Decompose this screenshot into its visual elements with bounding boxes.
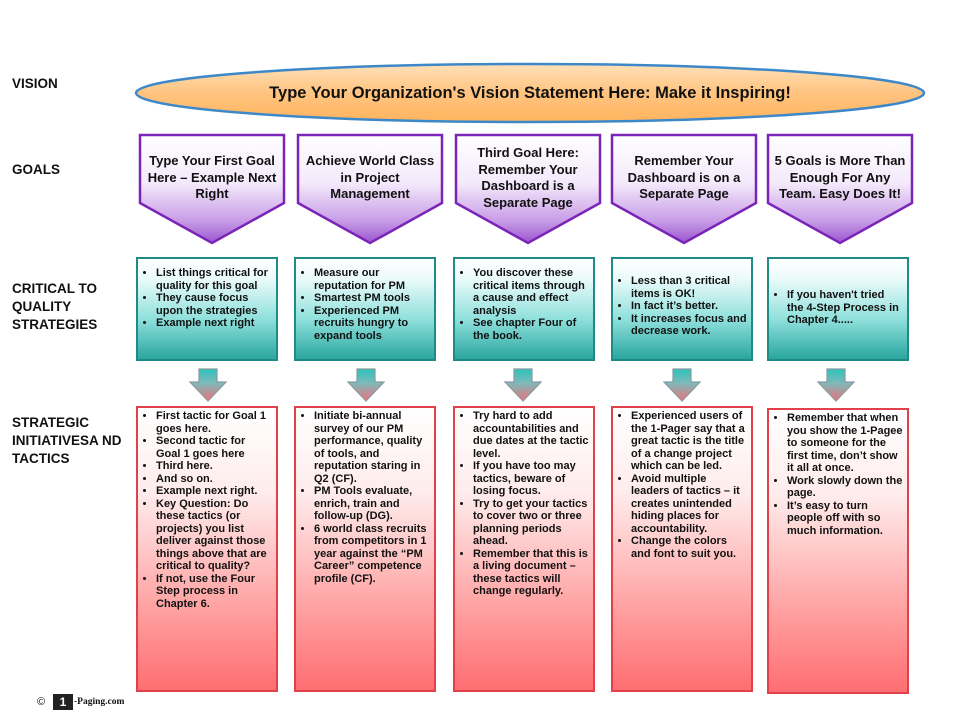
tactic-box-3: Try hard to add accountabilities and due… [453,406,595,692]
vision-ellipse [134,62,926,124]
bullet-item: In fact it’s better. [631,300,747,313]
bullet-item: It increases focus and decrease work. [631,313,747,338]
tactic-box-2: Initiate bi-annual survey of our PM perf… [294,406,436,692]
down-arrow-icon [816,368,856,402]
bullet-item: You discover these critical items throug… [473,267,589,317]
vision-statement: Type Your Organization's Vision Statemen… [269,83,791,102]
bullet-list: Less than 3 critical items is OK!In fact… [617,275,747,338]
bullet-item: Less than 3 critical items is OK! [631,275,747,300]
logo: 1 -Paging.com [53,694,124,710]
tactic-box-5: Remember that when you show the 1-Pagee … [767,408,909,694]
bullet-item: If you have too may tactics, beware of l… [473,460,589,498]
bullet-item: Example next right. [156,485,272,498]
bullet-list: Measure our reputation for PMSmartest PM… [300,267,430,342]
bullet-item: First tactic for Goal 1 goes here. [156,410,272,435]
goal-shape [296,133,444,245]
bullet-list: Initiate bi-annual survey of our PM perf… [300,410,430,585]
bullet-list: Remember that when you show the 1-Pagee … [773,412,903,537]
goal-1: Type Your First Goal Here – Example Next… [138,133,286,245]
down-arrow-icon [503,368,543,402]
down-arrow-icon [188,368,228,402]
bullet-item: They cause focus upon the strategies [156,292,272,317]
down-arrow-icon [346,368,386,402]
bullet-item: Work slowly down the page. [787,475,903,500]
bullet-item: Key Question: Do these tactics (or proje… [156,498,272,573]
bullet-item: List things critical for quality for thi… [156,267,272,292]
bullet-item: 6 world class recruits from competitors … [314,523,430,586]
logo-text: -Paging.com [74,697,125,707]
bullet-item: Try to get your tactics to cover two or … [473,498,589,548]
goal-5: 5 Goals is More Than Enough For Any Team… [766,133,914,245]
goal-text: Type Your First Goal Here – Example Next… [147,153,277,202]
down-arrow-icon [662,368,702,402]
goal-shape [610,133,758,245]
strategy-box-2: Measure our reputation for PMSmartest PM… [294,257,436,361]
goal-shape [766,133,914,245]
bullet-list: You discover these critical items throug… [459,267,589,342]
bullet-item: Smartest PM tools [314,292,430,305]
bullet-item: And so on. [156,473,272,486]
goal-2: Achieve World Class in Project Managemen… [296,133,444,245]
goal-shape [138,133,286,245]
strategy-box-4: Less than 3 critical items is OK!In fact… [611,257,753,361]
bullet-item: Remember that when you show the 1-Pagee … [787,412,903,475]
bullet-item: If you haven't tried the 4-Step Process … [787,289,903,327]
bullet-item: Example next right [156,317,272,330]
goal-shape [454,133,602,245]
initiatives-label: STRATEGIC INITIATIVESA ND TACTICS [12,415,122,466]
bullet-item: Change the colors and font to suit you. [631,535,747,560]
strategy-box-5: If you haven't tried the 4-Step Process … [767,257,909,361]
bullet-list: First tactic for Goal 1 goes here.Second… [142,410,272,610]
strategy-box-1: List things critical for quality for thi… [136,257,278,361]
tactic-box-4: Experienced users of the 1-Pager say tha… [611,406,753,692]
bullet-item: Try hard to add accountabilities and due… [473,410,589,460]
bullet-item: PM Tools evaluate, enrich, train and fol… [314,485,430,523]
goal-text: Third Goal Here: Remember Your Dashboard… [477,145,579,210]
goal-text: Achieve World Class in Project Managemen… [305,153,435,202]
bullet-item: Measure our reputation for PM [314,267,430,292]
bullet-item: Initiate bi-annual survey of our PM perf… [314,410,430,485]
copyright-symbol: © [37,696,46,708]
bullet-item: Remember that this is a living document … [473,548,589,598]
goal-4: Remember Your Dashboard is on a Separate… [610,133,758,245]
vision-label: VISION [12,76,58,91]
bullet-item: Experienced users of the 1-Pager say tha… [631,410,747,473]
strategy-box-3: You discover these critical items throug… [453,257,595,361]
bullet-item: Experienced PM recruits hungry to expand… [314,305,430,343]
bullet-item: If not, use the Four Step process in Cha… [156,573,272,611]
goal-text: Remember Your Dashboard is on a Separate… [627,153,741,202]
bullet-list: Experienced users of the 1-Pager say tha… [617,410,747,560]
cts-label: CRITICAL TO QUALITY STRATEGIES [12,281,98,332]
bullet-item: It’s easy to turn people off with so muc… [787,500,903,538]
tactic-box-1: First tactic for Goal 1 goes here.Second… [136,406,278,692]
logo-mark: 1 [53,694,73,710]
bullet-item: Second tactic for Goal 1 goes here [156,435,272,460]
bullet-item: Third here. [156,460,272,473]
goal-text: 5 Goals is More Than Enough For Any Team… [774,153,906,202]
bullet-list: If you haven't tried the 4-Step Process … [773,289,903,327]
bullet-item: Avoid multiple leaders of tactics – it c… [631,473,747,536]
bullet-list: Try hard to add accountabilities and due… [459,410,589,598]
goal-3: Third Goal Here: Remember Your Dashboard… [454,133,602,245]
bullet-list: List things critical for quality for thi… [142,267,272,330]
bullet-item: See chapter Four of the book. [473,317,589,342]
goals-label: GOALS [12,162,61,177]
